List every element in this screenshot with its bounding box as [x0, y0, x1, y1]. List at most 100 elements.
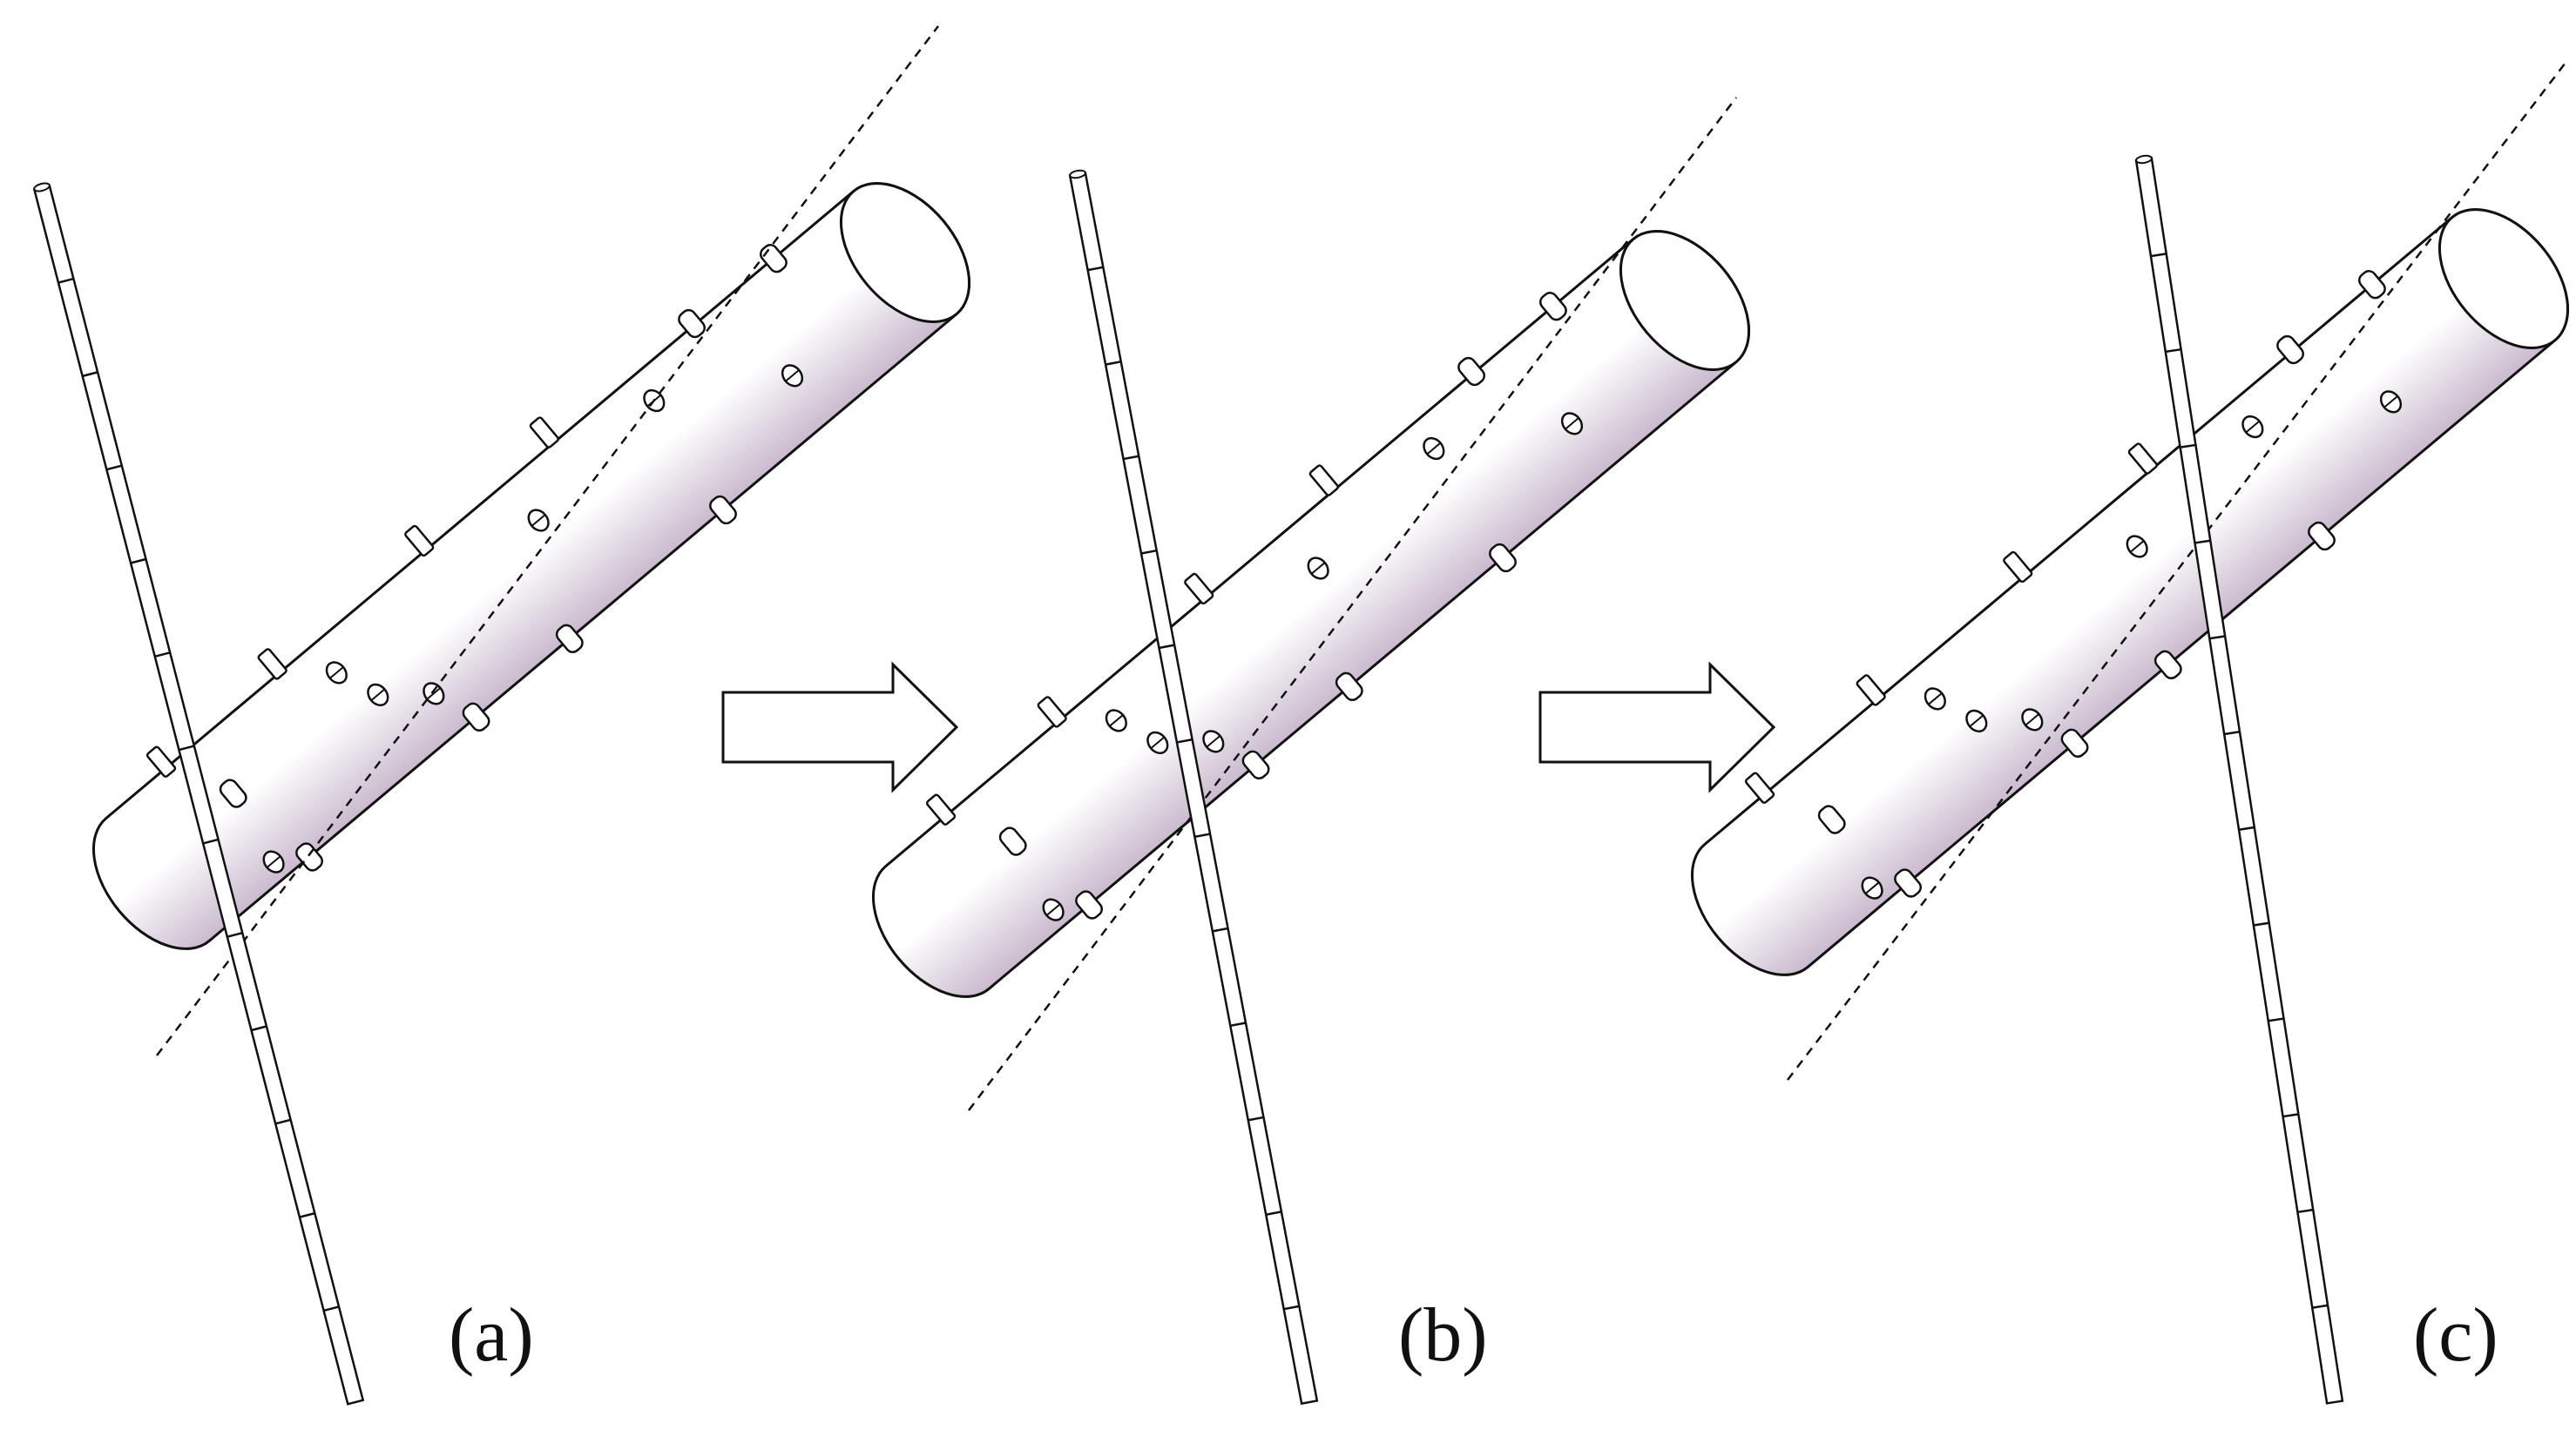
cylinder-c [1691, 208, 2570, 976]
rod-graduation [299, 1211, 315, 1218]
rod-graduation [274, 1118, 291, 1125]
arrow-b-to-c [1538, 661, 1776, 793]
rod-graduation [106, 464, 123, 471]
rod-end-top [1069, 169, 1086, 179]
boss-ring-line [1928, 692, 1943, 705]
boss-tab [2003, 550, 2033, 583]
rod-graduation [2209, 635, 2226, 640]
panel-label-b: (b) [1398, 1293, 1488, 1378]
boss-ring-line [426, 687, 442, 700]
rod-graduation [82, 371, 98, 378]
arrow-a-to-b [721, 661, 959, 793]
rod-graduation [1194, 833, 1211, 839]
cylinder-b [872, 230, 1751, 998]
boss-tab [1856, 674, 1886, 706]
boss-ring-line [370, 688, 386, 702]
rod-graduation [1123, 455, 1139, 461]
rod-graduation [2165, 347, 2181, 354]
panel-b [872, 97, 1751, 1406]
cylinder-body [872, 230, 1750, 998]
boss-tab [1308, 464, 1339, 496]
boss-ring-line [1206, 735, 1221, 748]
graduated-rod-c [2134, 154, 2344, 1405]
boss-ring-line [531, 514, 546, 527]
rod-graduation [2297, 1208, 2314, 1214]
boss-pin [1457, 356, 1485, 387]
rod-graduation [2282, 1113, 2299, 1118]
boss-pin [2060, 728, 2089, 758]
boss-pin [678, 308, 706, 339]
rod-end-top [2135, 154, 2153, 165]
boss-pin [2308, 521, 2336, 551]
rod-graduation [179, 745, 195, 752]
rod-graduation [2253, 921, 2269, 927]
boss-pin [2153, 650, 2182, 679]
rod-graduation [1140, 549, 1157, 555]
boss-ring-line [1310, 562, 1326, 575]
rod-graduation [1087, 266, 1104, 272]
axis-dashed-c [1787, 62, 2566, 1081]
rod-graduation [2238, 826, 2255, 831]
cylinder-open-end [1619, 230, 1751, 371]
panels-group [32, 25, 2570, 1406]
rod-graduation [1230, 1022, 1247, 1028]
boss-pin [2276, 334, 2304, 365]
rod-graduation [2150, 253, 2167, 258]
rod-graduation [2223, 731, 2241, 736]
rod-graduation [1176, 738, 1193, 744]
boss-ring-line [1426, 442, 1442, 455]
panel-label-a: (a) [449, 1293, 534, 1378]
boss-pin [1075, 890, 1103, 920]
arrows-group [721, 661, 1776, 793]
boss-ring-line [1969, 714, 1984, 728]
boss-ring-line [329, 666, 344, 679]
boss-ring-line [2129, 540, 2145, 553]
rod-graduation [323, 1305, 340, 1312]
boss-pin [1241, 750, 1270, 779]
boss-tab [1744, 772, 1775, 804]
boss-pin [1894, 868, 1922, 898]
boss-tab [404, 524, 435, 557]
boss-tab [2127, 442, 2158, 475]
boss-tab [529, 416, 559, 449]
rod-graduation [2268, 1017, 2284, 1022]
cylinder-open-end [2437, 208, 2570, 349]
rod-graduation [130, 557, 146, 564]
rod-graduation [1283, 1305, 1300, 1311]
boss-tab [1037, 696, 1067, 728]
rod-graduation [2180, 443, 2196, 449]
panel-a [32, 25, 971, 1406]
boss-ring-line [2025, 713, 2040, 726]
boss-tab [1184, 572, 1214, 605]
boss-pin [1817, 805, 1846, 834]
rod-graduation [57, 277, 74, 284]
cylinder-a [92, 182, 971, 950]
graduated-rod-b [1068, 169, 1319, 1406]
boss-ring-line [1864, 881, 1880, 894]
boss-pin [219, 779, 247, 808]
boss-ring-line [1150, 736, 1166, 750]
rod-graduation [1247, 1116, 1264, 1122]
boss-pin [1538, 292, 1567, 321]
panel-c [1691, 62, 2570, 1405]
axis-dashed-a [156, 25, 939, 1056]
panel-label-c: (c) [2413, 1293, 2498, 1378]
rod-graduation [2194, 539, 2211, 544]
boss-ring-line [266, 855, 281, 868]
boss-pin [555, 624, 584, 653]
boss-pin [1489, 543, 1517, 573]
cylinder-open-end [839, 182, 971, 323]
boss-pin [998, 826, 1027, 856]
axis-dashed-b [968, 97, 1737, 1111]
rod-graduation [1159, 644, 1175, 650]
rod-graduation [251, 1025, 267, 1032]
boss-ring-line [2383, 395, 2398, 408]
rod-graduation [1212, 927, 1228, 933]
rod-graduation [202, 838, 219, 845]
boss-tab [145, 745, 177, 778]
rod-graduation [154, 651, 171, 658]
boss-pin [1335, 671, 1363, 701]
boss-pin [2357, 270, 2386, 300]
